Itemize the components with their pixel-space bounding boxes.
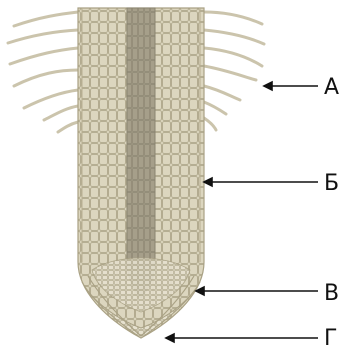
label-g: Г <box>324 326 337 345</box>
arrow-a <box>264 82 318 90</box>
label-a: А <box>324 75 339 100</box>
arrow-v <box>196 287 318 295</box>
label-v: В <box>324 281 339 306</box>
root-hairs-left <box>8 12 78 132</box>
arrow-b <box>204 178 318 186</box>
arrow-g <box>166 334 318 342</box>
vascular-cylinder <box>127 8 155 298</box>
root-hairs-right <box>204 12 264 130</box>
label-b: Б <box>324 171 339 196</box>
